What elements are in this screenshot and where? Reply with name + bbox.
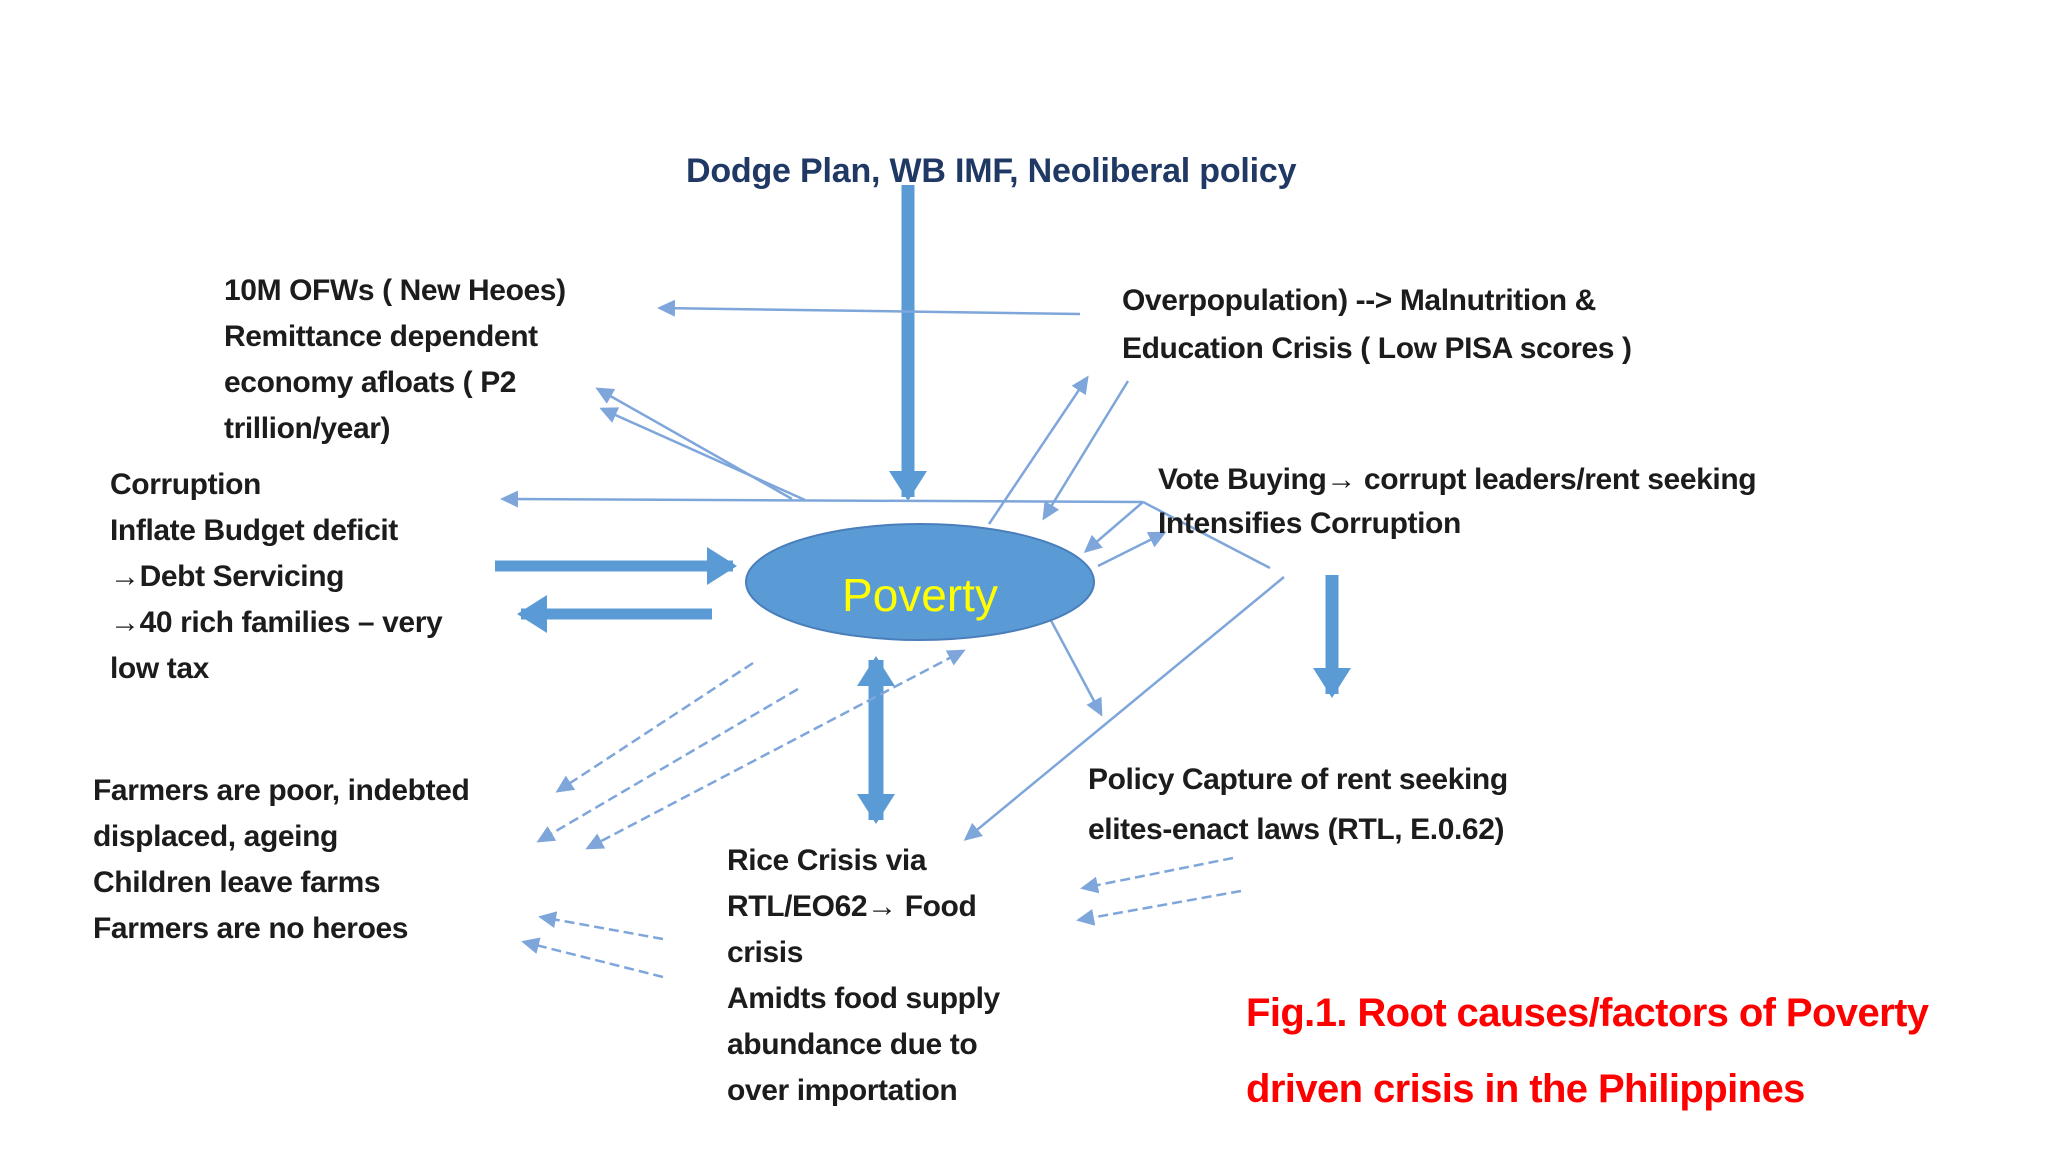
arrow-ricecrisis-to-farmers-1	[538, 911, 664, 941]
node-farmers: Farmers are poor, indebted displaced, ag…	[93, 774, 470, 945]
arrow-ricecrisis-to-farmers-2	[521, 937, 664, 979]
arrow-votebuying-to-ricecrisis	[963, 576, 1285, 841]
arrow-votebuying-to-poverty	[1083, 501, 1144, 553]
arrow-policycapture-to-ricecrisis-1	[1080, 856, 1234, 894]
arrow-poverty-to-farmers-1	[555, 661, 754, 793]
node-corruption-debt: Corruption Inflate Budget deficit →Debt …	[110, 468, 443, 685]
arrow-votebuying-to-corruption	[500, 490, 1144, 508]
node-vote-buying: Vote Buying→ corrupt leaders/rent seekin…	[1158, 463, 1757, 540]
node-rice-crisis: Rice Crisis via RTL/EO62→ Food crisis Am…	[727, 844, 1000, 1107]
arrow-poverty-farmers-mutual	[585, 649, 966, 850]
arrow-poverty-to-overpopulation	[987, 375, 1089, 525]
arrow-overpopulation-to-poverty	[1042, 380, 1130, 521]
arrow-poverty-to-farmers-2	[536, 687, 799, 843]
node-policy-capture: Policy Capture of rent seeking elites-en…	[1088, 763, 1508, 846]
node-ofw-remittance: 10M OFWs ( New Heoes) Remittance depende…	[224, 274, 566, 445]
arrow-layer	[495, 185, 1351, 979]
poverty-ellipse	[745, 523, 1095, 641]
arrow-votebuying-branch	[1142, 500, 1271, 570]
arrow-overpopulation-to-ofw	[657, 299, 1081, 317]
arrow-poverty-to-votebuying	[1097, 531, 1167, 568]
arrow-policycapture-to-ricecrisis-2	[1076, 889, 1242, 926]
node-dodge-plan: Dodge Plan, WB IMF, Neoliberal policy	[686, 152, 1297, 190]
arrow-poverty-to-ofw-remit-1	[595, 387, 793, 501]
node-overpopulation: Overpopulation) --> Malnutrition & Educa…	[1122, 284, 1632, 365]
figure-caption: Fig.1. Root causes/factors of Poverty dr…	[1246, 991, 1929, 1111]
poverty-label: Poverty	[842, 569, 998, 621]
arrow-poverty-to-ofw-remit-2	[599, 407, 806, 502]
